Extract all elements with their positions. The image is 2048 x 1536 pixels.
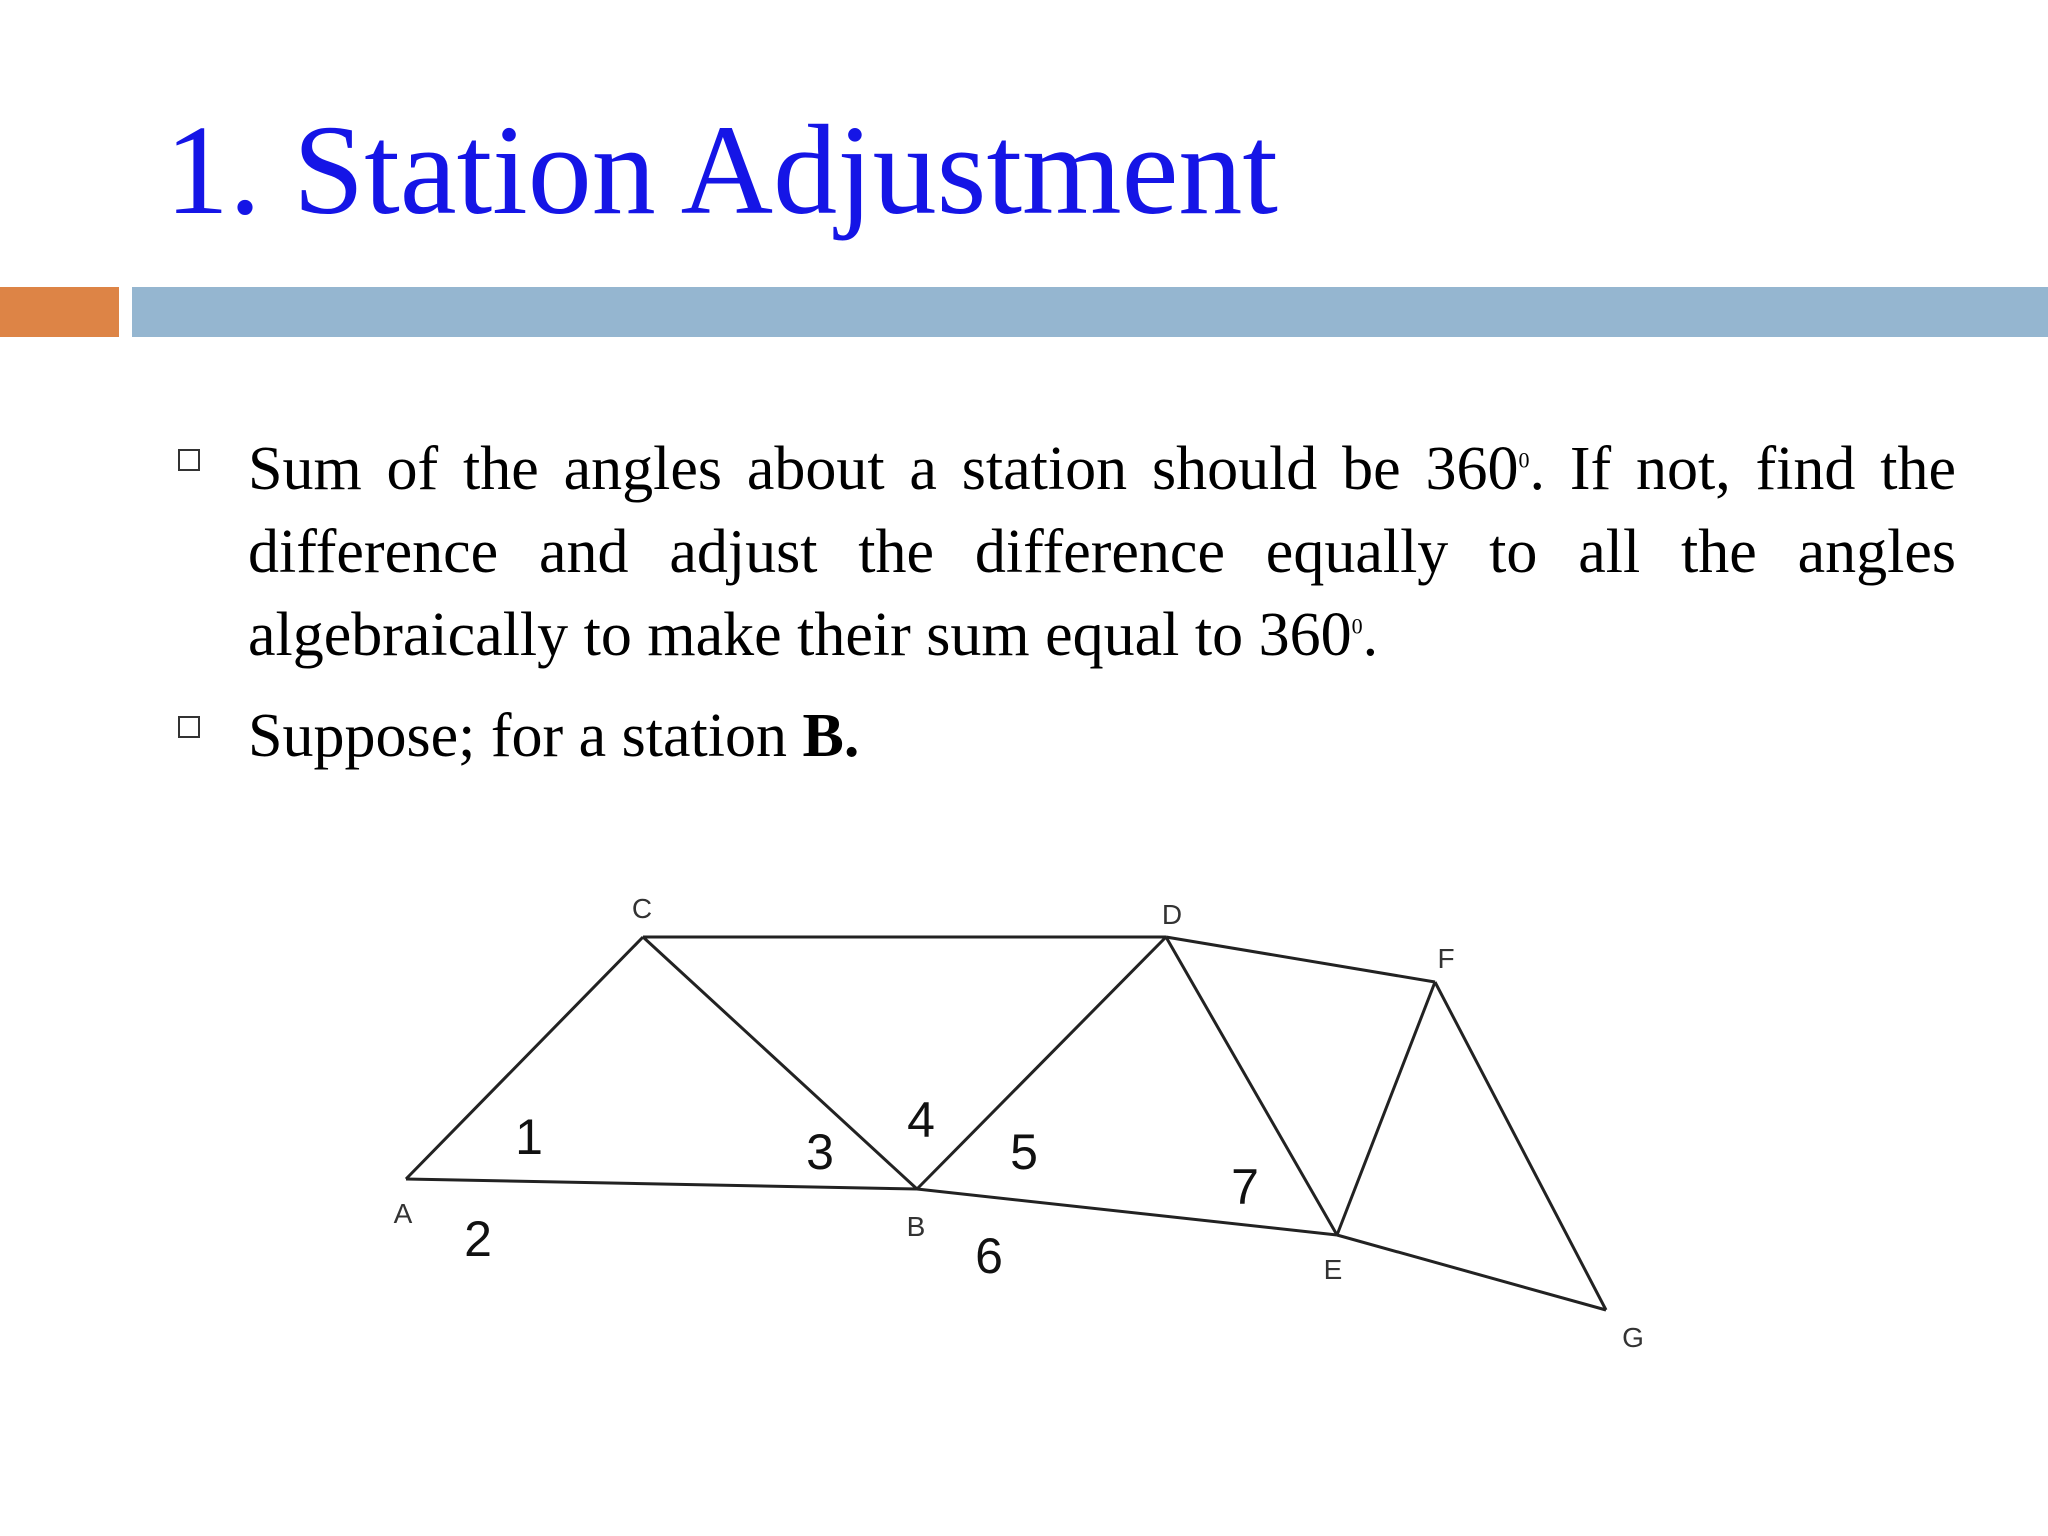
bullet-text-1: Sum of the angles about a station should… [248, 428, 1956, 677]
angle-number-4: 4 [907, 1092, 935, 1148]
line-a-b [405, 1177, 918, 1191]
station-label-f: F [1437, 943, 1454, 974]
line-f-e [1335, 981, 1437, 1236]
line-b-d [915, 935, 1168, 1191]
line-f-g [1433, 981, 1608, 1311]
station-label-b: B [907, 1211, 926, 1242]
title-accent-bar [132, 287, 2048, 337]
line-b-e [916, 1187, 1338, 1237]
line-d-f [1165, 935, 1436, 984]
bullet-1-text-a: Sum of the angles about a station should… [248, 435, 1519, 503]
bullet-1-text-c: . [1362, 601, 1379, 669]
square-bullet-icon [178, 716, 200, 738]
angle-number-3: 3 [806, 1124, 834, 1180]
station-label-c: C [632, 893, 652, 924]
angle-number-1: 1 [515, 1109, 543, 1165]
square-bullet-icon [178, 449, 200, 471]
diagram-lines [404, 935, 1608, 1312]
station-label-d: D [1162, 899, 1182, 930]
station-label-g: G [1622, 1322, 1644, 1353]
line-c-b [641, 935, 919, 1191]
station-label-a: A [394, 1198, 413, 1229]
page-title: 1. Station Adjustment [165, 99, 1278, 241]
bullet-text-2: Suppose; for a station B. [248, 695, 1956, 778]
angle-number-2: 2 [464, 1211, 492, 1267]
station-b-label: B. [802, 702, 860, 770]
station-label-e: E [1324, 1254, 1343, 1285]
line-e-g [1336, 1233, 1607, 1312]
angle-number-7: 7 [1231, 1159, 1259, 1215]
line-a-c [404, 935, 645, 1181]
title-accent-bar-left [0, 287, 119, 337]
angle-number-5: 5 [1010, 1124, 1038, 1180]
bullet-1-text-b: . If not, find the difference and adjust… [248, 435, 1956, 669]
bullet-2-text: Suppose; for a station [248, 702, 803, 770]
degree-superscript: 0 [1518, 447, 1530, 473]
line-d-e [1164, 936, 1339, 1236]
angle-number-6: 6 [975, 1228, 1003, 1284]
degree-superscript: 0 [1351, 613, 1363, 639]
